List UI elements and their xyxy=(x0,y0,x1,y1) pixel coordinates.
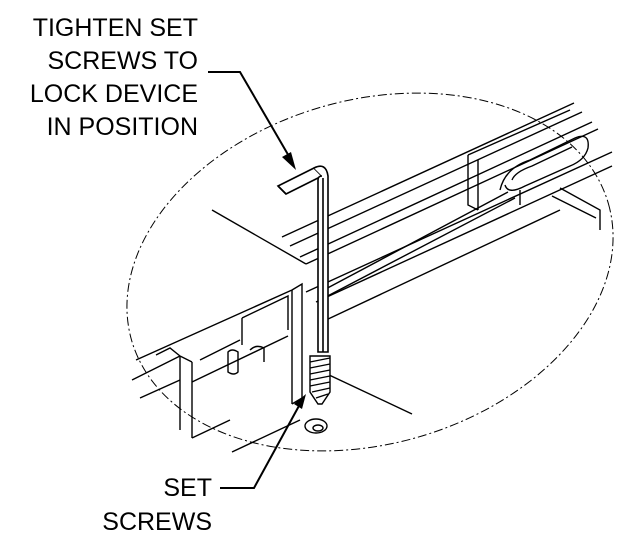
tighten-leader xyxy=(208,71,291,159)
tighten-callout: TIGHTEN SET SCREWS TO LOCK DEVICE IN POS… xyxy=(30,14,198,141)
hex-key xyxy=(276,165,329,353)
set-screws-leader xyxy=(220,403,301,489)
tighten-callout-line-1: TIGHTEN SET xyxy=(33,14,198,42)
set-screws-callout: SET SCREWS xyxy=(102,474,212,536)
tighten-callout-line-3: LOCK DEVICE xyxy=(30,80,198,108)
set-screw xyxy=(309,355,331,405)
screw-hole xyxy=(304,418,328,434)
slide-rail-assembly xyxy=(131,102,613,453)
detail-ellipse xyxy=(126,92,614,452)
tighten-callout-line-4: IN POSITION xyxy=(47,113,198,141)
set-screws-callout-line-2: SCREWS xyxy=(102,508,212,536)
tighten-leader-arrowhead xyxy=(282,152,296,170)
set-screws-callout-line-1: SET xyxy=(163,474,212,502)
tighten-callout-line-2: SCREWS TO xyxy=(48,47,199,75)
set-screws-leader-arrowhead xyxy=(294,394,306,409)
